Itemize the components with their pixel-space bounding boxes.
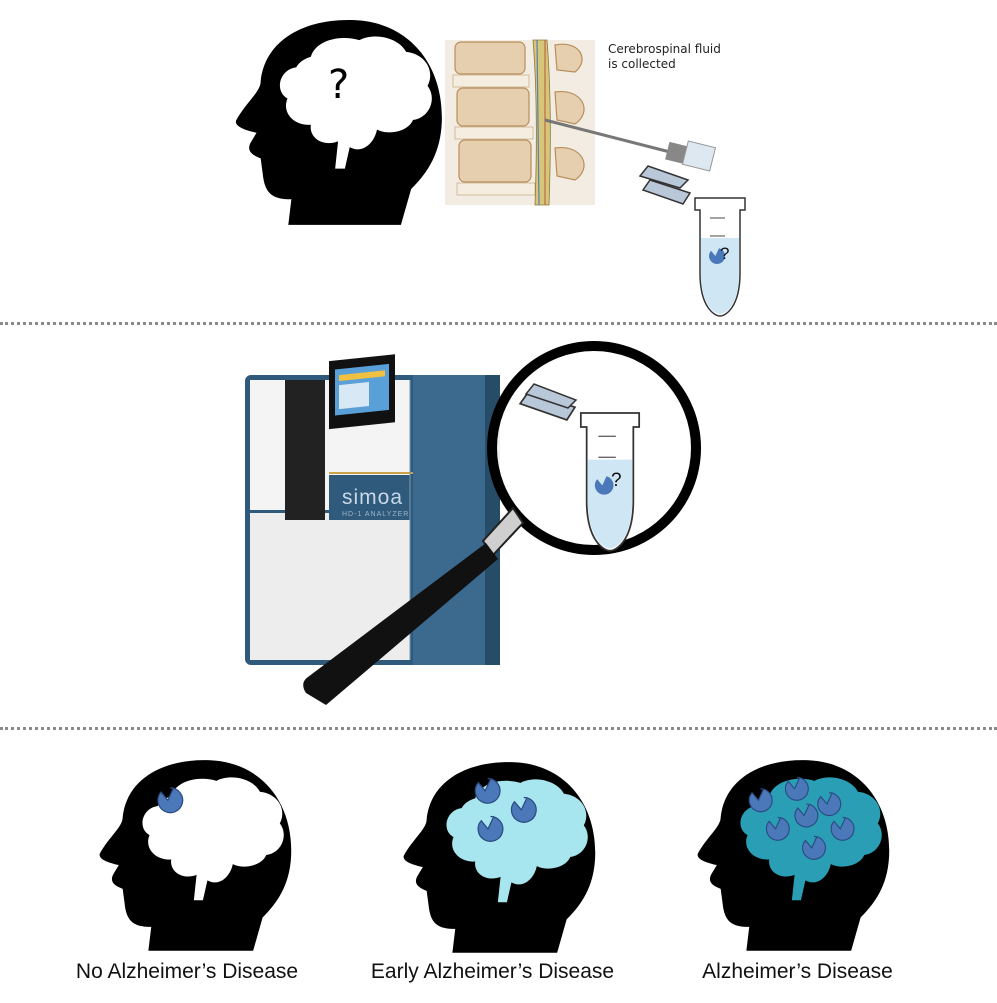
tube-lid-magnified (524, 383, 578, 409)
tube-question-mark-top: ? (720, 244, 730, 263)
caption-alzheimers: Alzheimer’s Disease (702, 960, 893, 983)
head-early-alzheimers (403, 762, 596, 953)
head-no-alzheimers (99, 760, 292, 951)
head-alzheimers (697, 760, 890, 951)
machine-logo: simoa (342, 486, 404, 509)
spine-illustration (445, 39, 717, 206)
csf-label: Cerebrospinal fluid is collected (608, 42, 721, 71)
machine-model: HD-1 ANALYZER (342, 511, 410, 518)
caption-early-alzheimers: Early Alzheimer’s Disease (370, 960, 615, 983)
divider-top (0, 322, 997, 325)
sample-tube-magnified (519, 391, 641, 552)
tube-lid-top (638, 165, 690, 189)
head-question-mark: ? (328, 62, 350, 108)
tube-question-mark-magnified: ? (611, 470, 622, 491)
caption-no-alzheimers: No Alzheimer’s Disease (75, 960, 299, 983)
head-silhouette-question (235, 19, 442, 225)
divider-bottom (0, 727, 997, 730)
